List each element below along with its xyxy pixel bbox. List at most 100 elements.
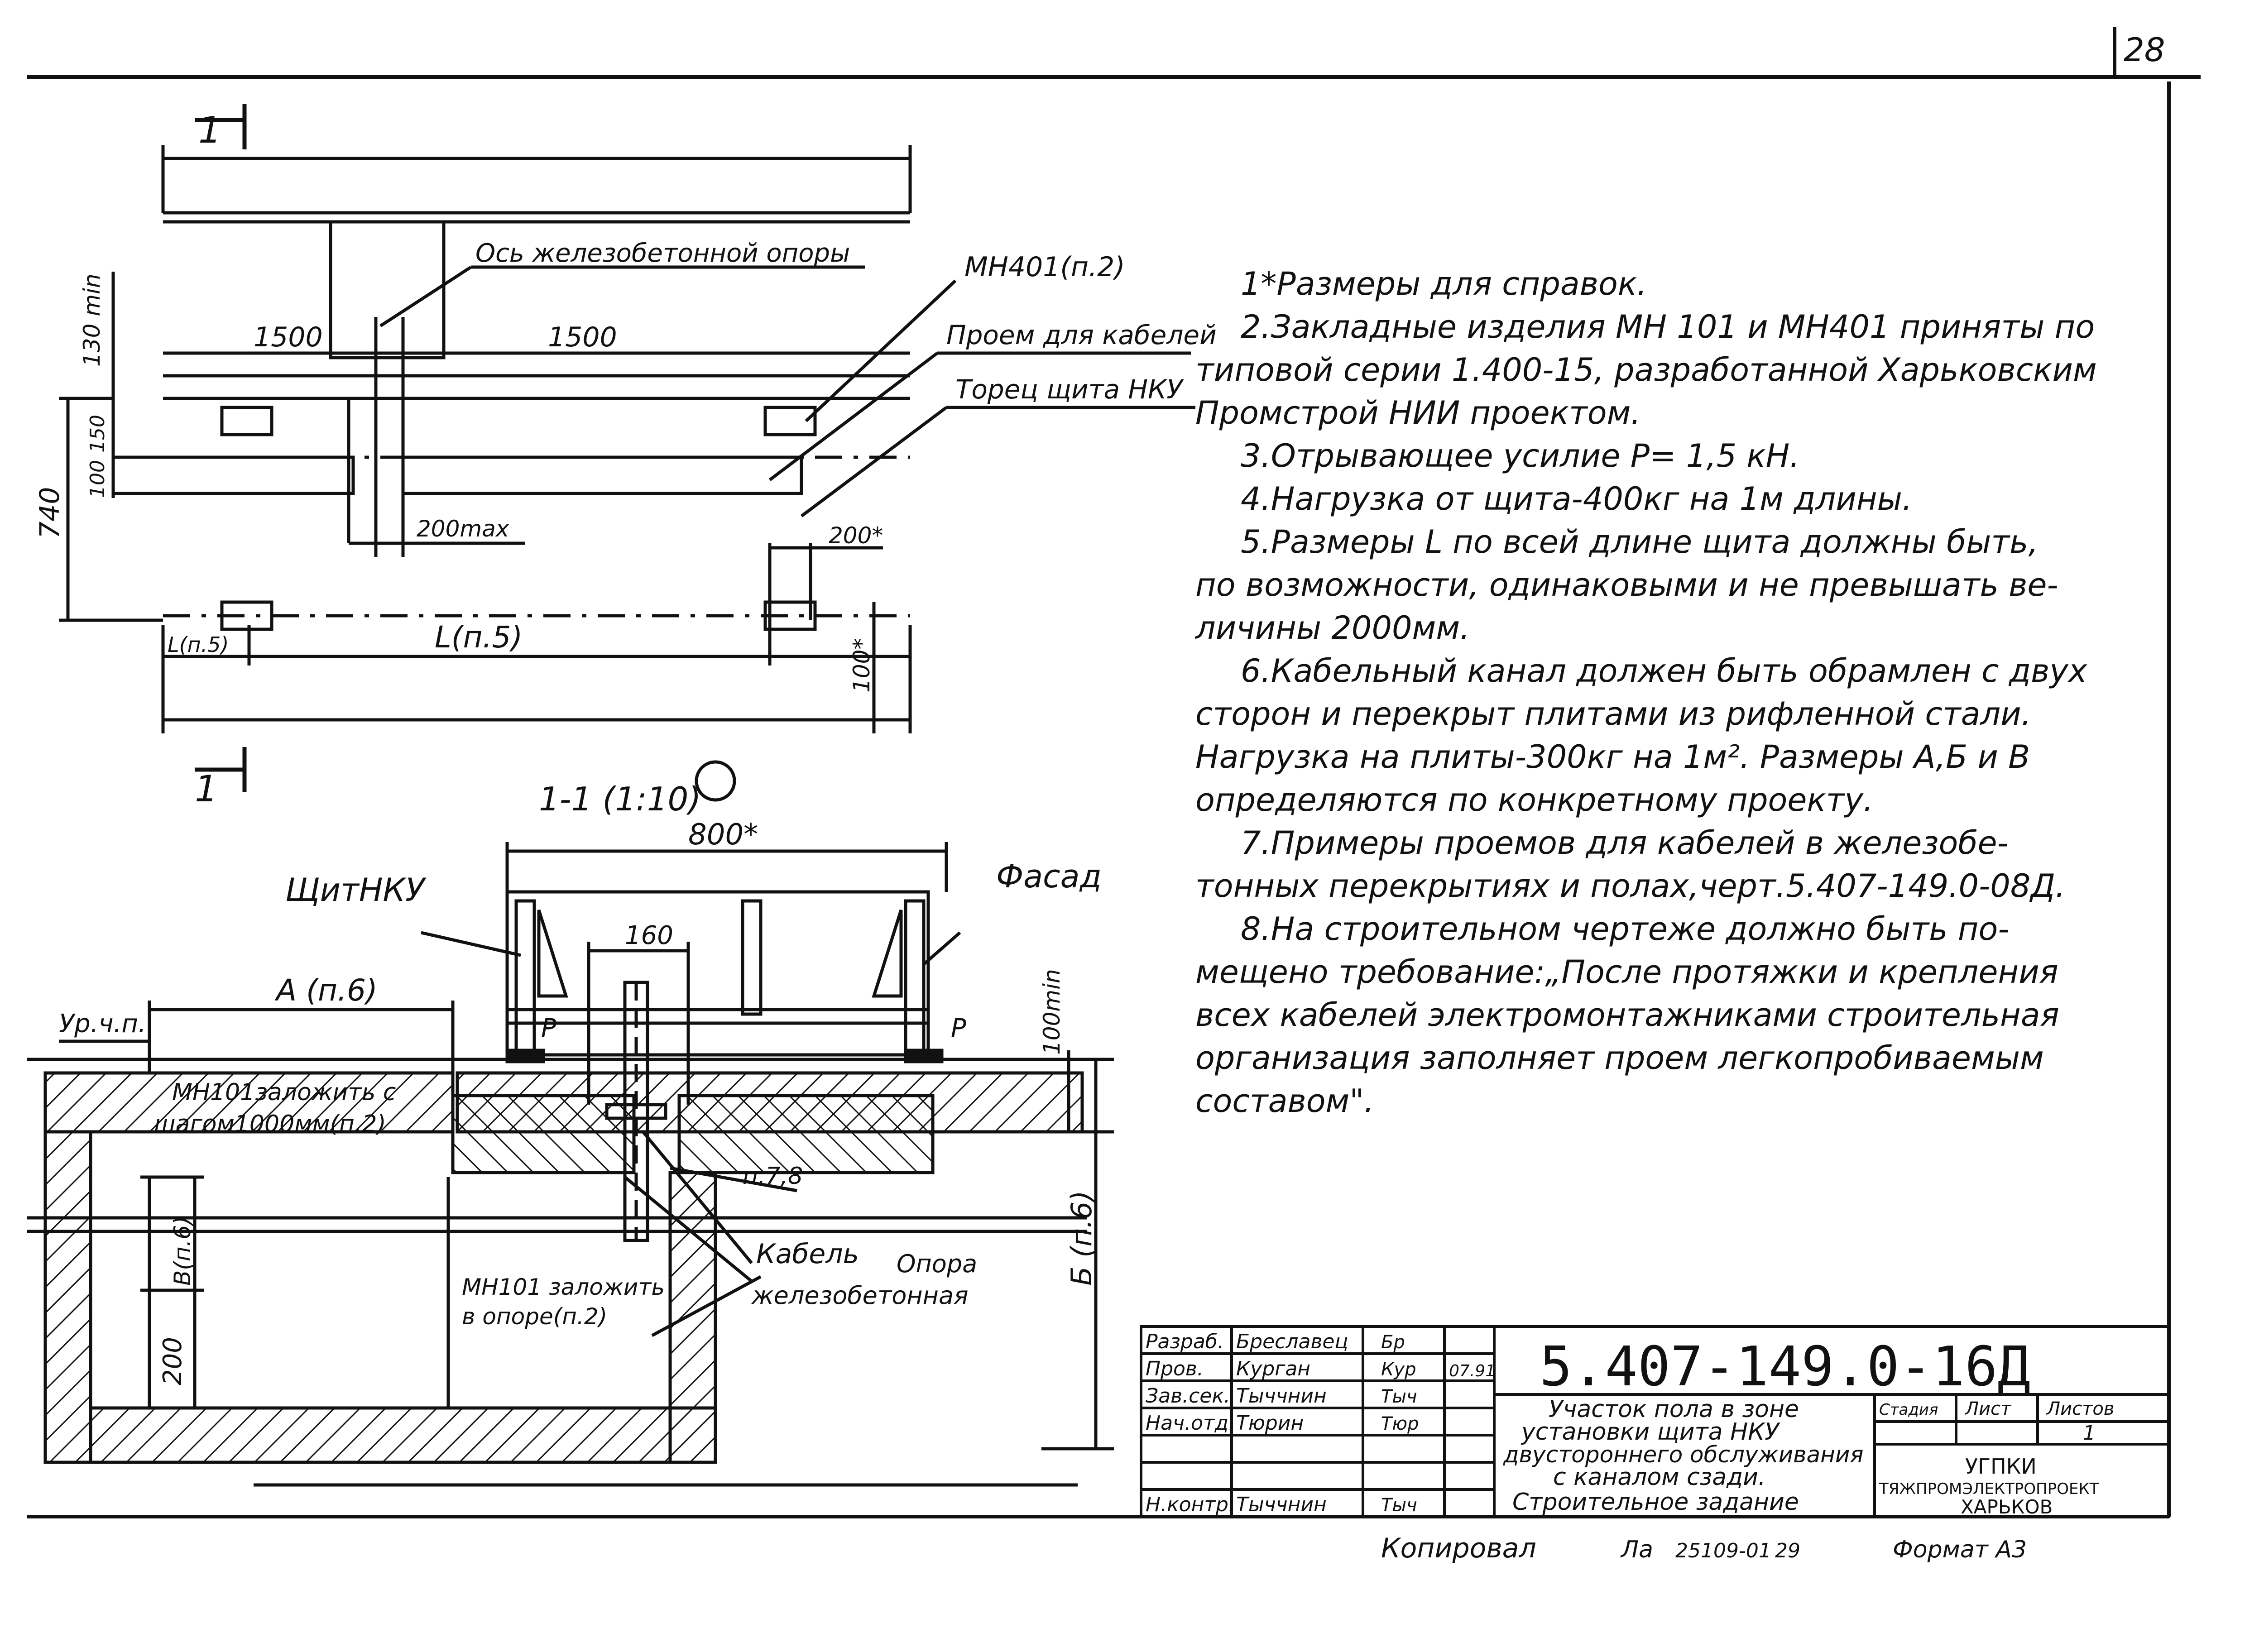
plan-view (59, 104, 1195, 792)
note-line: 4.Нагрузка от щита-400кг на 1м длины. (1241, 480, 1913, 517)
row-role: Разраб. (1146, 1330, 1224, 1353)
note-line: тонных перекрытиях и полах,черт.5.407-14… (1195, 867, 2066, 905)
note-line: составом". (1195, 1082, 1374, 1120)
copy-number: 25109-01 (1675, 1539, 1771, 1562)
title-block-rows: Разраб. Бреславец Бр Пров. Курган Кур За… (1146, 1330, 1419, 1516)
dim-800: 800* (688, 818, 758, 852)
row-name: Тыччнин (1236, 1384, 1327, 1408)
note-line: 7.Примеры проемов для кабелей в железобе… (1241, 824, 2009, 862)
note-line: организация заполняет проем легкопробива… (1195, 1039, 2044, 1077)
dim-200max: 200max (417, 516, 509, 542)
dim-100: 100 (86, 460, 109, 498)
dim-130min: 130 min (79, 273, 105, 367)
row-role: Нач.отд. (1146, 1412, 1235, 1435)
note-line: Нагрузка на плиты-300кг на 1м². Размеры … (1195, 738, 2030, 776)
note-line: по возможности, одинаковыми и не превыша… (1195, 566, 2058, 603)
format-label: Формат А3 (1893, 1536, 2027, 1563)
label-mh401: МН401(п.2) (964, 251, 1125, 283)
sheets-value: 1 (2083, 1422, 2096, 1445)
label-axis: Ось железобетонной опоры (475, 239, 850, 268)
note-line: определяются по конкретному проекту. (1195, 781, 1874, 819)
row-name: Тыччнин (1236, 1493, 1327, 1516)
note-line: 8.На строительном чертеже должно быть по… (1241, 910, 2010, 948)
row-sign: Тыч (1381, 1495, 1417, 1516)
row-role: Н.контр. (1146, 1493, 1235, 1516)
sheet-header: Лист (1964, 1398, 2012, 1419)
dim-100min: 100min (1039, 969, 1065, 1055)
row-sign: Тыч (1381, 1386, 1417, 1407)
sheets-header: Листов (2046, 1398, 2114, 1419)
row-sign: Бр (1381, 1332, 1405, 1353)
label-mh101b-1: МН101 заложить (462, 1274, 665, 1300)
section-mark-bottom: 1 (195, 768, 218, 810)
label-p78: п.7,8 (743, 1163, 803, 1190)
note-line: 3.Отрывающее усилие Р= 1,5 кН. (1241, 437, 1800, 474)
note-line: мещено требование:„После протяжки и креп… (1195, 953, 2058, 991)
dim-150: 150 (86, 415, 109, 453)
note-line: сторон и перекрыт плитами из рифленной с… (1195, 695, 2031, 733)
row-name: Курган (1236, 1357, 1310, 1380)
copy-page: 29 (1775, 1539, 1800, 1562)
note-line: личины 2000мм. (1195, 609, 1470, 646)
org-line: ТЯЖПРОМЭЛЕКТРОПРОЕКТ (1879, 1480, 2099, 1498)
drawing-title: Участок пола в зоне установки щита НКУ д… (1503, 1396, 1863, 1516)
doc-code: 5.407-149.0-16Д (1540, 1336, 2030, 1398)
dim-A: А (п.6) (274, 973, 378, 1008)
note-line: типовой серии 1.400-15, разработанной Ха… (1195, 351, 2097, 388)
dim-1500-right: 1500 (548, 321, 617, 353)
row-name: Бреславец (1236, 1330, 1348, 1353)
label-mh101-2: шагом1000мм(п.2) (154, 1111, 386, 1138)
dim-B: Б (п.6) (1065, 1191, 1098, 1286)
row-role: Зав.сек. (1146, 1384, 1230, 1408)
copy-sign: Ла (1620, 1536, 1653, 1563)
copied-by: Копировал (1381, 1532, 1536, 1564)
note-line: всех кабелей электромонтажниками строите… (1195, 996, 2059, 1034)
date: 07.91 (1449, 1362, 1496, 1380)
note-line: 5.Размеры L по всей длине щита должны бы… (1241, 523, 2039, 560)
label-P-left: Р (541, 1014, 556, 1043)
dim-1500-left: 1500 (254, 321, 323, 353)
notes-block: 1*Размеры для справок. 2.Закладные издел… (1195, 263, 2137, 1123)
label-support-1: Опора (897, 1250, 977, 1278)
page-number: 28 (2124, 31, 2165, 69)
label-opening: Проем для кабелей (946, 320, 1217, 350)
row-sign: Тюр (1381, 1413, 1419, 1434)
note-line: Промстрой НИИ проектом. (1195, 394, 1641, 431)
drawing-title-line: Участок пола в зоне (1549, 1396, 1799, 1423)
label-mh101b-2: в опоре(п.2) (462, 1303, 607, 1330)
org-line: ХАРЬКОВ (1961, 1496, 2053, 1518)
section-view (27, 842, 1114, 1487)
label-floor-level: Ур.ч.п. (59, 1009, 146, 1039)
note-line: 2.Закладные изделия МН 101 и МН401 приня… (1241, 308, 2095, 345)
dim-200: 200 (158, 1337, 187, 1385)
dim-L: L(п.5) (435, 620, 523, 655)
section-mark-top: 1 (198, 109, 221, 151)
org-line: УГПКИ (1965, 1454, 2037, 1479)
dim-200star: 200* (829, 522, 883, 549)
dim-V: В(п.6) (169, 1216, 196, 1286)
dim-160: 160 (625, 921, 673, 950)
row-sign: Кур (1381, 1359, 1416, 1380)
drawing-title-line: двустороннего обслуживания (1503, 1441, 1863, 1468)
label-cable: Кабель (756, 1238, 859, 1270)
roughness-symbol (695, 760, 736, 802)
dim-100star: 100* (849, 638, 875, 693)
label-shield: ЩитНКУ (285, 871, 427, 909)
label-P-right: Р (951, 1014, 966, 1043)
label-support-2: железобетонная (751, 1281, 969, 1310)
drawing-title-line: Строительное задание (1512, 1489, 1799, 1516)
note-line: 1*Размеры для справок. (1241, 265, 1647, 302)
title-block-frame (1140, 1325, 2170, 1518)
drawing-title-line: с каналом сзади. (1553, 1464, 1765, 1491)
dim-740: 740 (34, 487, 66, 539)
row-name: Тюрин (1236, 1412, 1304, 1435)
label-mh101-1: МН101заложить с (172, 1079, 396, 1106)
row-role: Пров. (1146, 1357, 1204, 1380)
label-shield-end: Торец щита НКУ (955, 374, 1184, 405)
label-facade: Фасад (996, 858, 1102, 895)
dim-L-small: L(п.5) (168, 632, 229, 657)
drawing-title-line: установки щита НКУ (1521, 1418, 1780, 1446)
section-title: 1-1 (1:10) (539, 780, 701, 818)
stage-header: Стадия (1879, 1401, 1938, 1419)
